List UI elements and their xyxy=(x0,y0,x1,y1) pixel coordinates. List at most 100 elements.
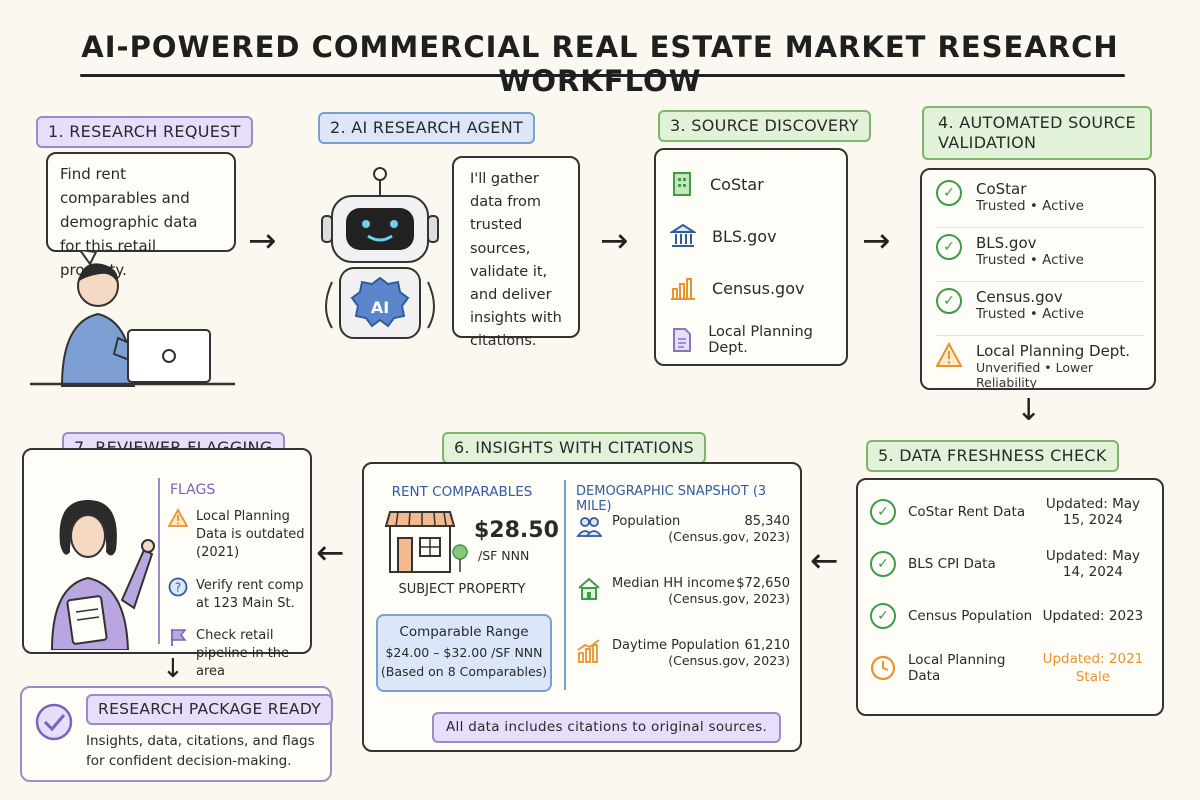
rent-price-unit: /SF NNN xyxy=(478,548,530,563)
arrow-3-to-4: → xyxy=(862,221,891,261)
government-icon xyxy=(670,223,696,247)
stale-label: Stale xyxy=(1075,669,1111,685)
warning-icon xyxy=(168,508,188,527)
freshness-item: ✓ Census Population Updated: 2023 xyxy=(870,590,1152,642)
ai-robot-icon xyxy=(321,167,439,339)
arrow-4-to-5: ↓ xyxy=(1016,393,1042,428)
validation-status: Trusted • Active xyxy=(976,306,1084,322)
reviewer-person-icon xyxy=(50,500,155,650)
rent-comparables-header: RENT COMPARABLES xyxy=(391,484,533,500)
step2-label: 2. AI RESEARCH AGENT xyxy=(318,112,536,144)
validation-item: ✓ CoStar Trusted • Active xyxy=(936,174,1144,228)
freshness-box: ✓ CoStar Rent Data Updated: May 15, 2024… xyxy=(856,478,1164,716)
source-name: Census.gov xyxy=(712,278,805,298)
demographic-header: DEMOGRAPHIC SNAPSHOT (3 MILE) xyxy=(576,484,767,514)
step2-agent-bubble: I'll gather data from trusted sources, v… xyxy=(452,156,580,349)
demographic-label: Daytime Population xyxy=(612,638,740,653)
ai-chip-label: AI xyxy=(370,298,390,317)
rent-price: $28.50 xyxy=(474,518,559,543)
validation-source: BLS.gov xyxy=(976,234,1037,252)
subject-property-label: SUBJECT PROPERTY xyxy=(398,582,526,597)
source-name: CoStar xyxy=(710,174,764,194)
source-item: BLS.gov xyxy=(670,210,846,262)
source-validation-box: ✓ CoStar Trusted • Active ✓ BLS.gov Trus… xyxy=(920,168,1156,390)
insights-box: RENT COMPARABLES $28.50 /SF NNN SUBJECT … xyxy=(362,462,802,752)
demographic-value: 85,340 xyxy=(744,514,791,529)
flag-text: Check retail pipeline in the area xyxy=(196,627,290,680)
clock-icon xyxy=(870,655,896,681)
check-icon: ✓ xyxy=(870,499,896,525)
freshness-item: Local Planning Data Updated: 2021 Stale xyxy=(870,642,1152,694)
validation-source: Local Planning Dept. xyxy=(976,342,1130,360)
demographic-value: $72,650 xyxy=(736,576,790,591)
range-value: $24.00 – $32.00 /SF NNN xyxy=(385,644,543,660)
demographic-citation: (Census.gov, 2023) xyxy=(668,591,790,606)
demographic-label: Median HH income xyxy=(612,576,735,591)
source-item: CoStar xyxy=(670,158,846,210)
step1-request-bubble: Find rent comparables and demographic da… xyxy=(46,152,236,279)
arrow-6-to-7: ← xyxy=(316,533,345,573)
flag-item: Check retail pipeline in the area xyxy=(168,627,310,682)
house-icon xyxy=(578,577,600,600)
freshness-item: ✓ CoStar Rent Data Updated: May 15, 2024 xyxy=(870,486,1152,538)
freshness-updated: Updated: May 15, 2024 xyxy=(1045,496,1141,528)
demographic-item: Population 85,340 (Census.gov, 2023) xyxy=(576,514,790,576)
check-icon: ✓ xyxy=(936,180,962,206)
step4-label: 4. AUTOMATED SOURCE VALIDATION xyxy=(922,106,1152,160)
research-package-title: RESEARCH PACKAGE READY xyxy=(86,694,333,726)
people-icon xyxy=(576,517,602,537)
flag-item: ? Verify rent comp at 123 Main St. xyxy=(168,577,310,613)
flag-icon xyxy=(171,628,187,646)
check-icon: ✓ xyxy=(936,234,962,260)
freshness-updated-stale: Updated: 2021 Stale xyxy=(1034,650,1152,686)
demographic-label: Population xyxy=(612,514,681,529)
freshness-source: BLS CPI Data xyxy=(908,556,996,572)
trend-chart-icon xyxy=(577,639,600,663)
source-name: BLS.gov xyxy=(712,226,777,246)
diagram-title: AI-POWERED COMMERCIAL REAL ESTATE MARKET… xyxy=(81,30,1119,98)
demographic-item: Median HH income $72,650 (Census.gov, 20… xyxy=(576,576,790,638)
validation-status: Trusted • Active xyxy=(976,198,1084,214)
range-note: (Based on 8 Comparables) xyxy=(380,664,548,680)
demographic-value: 61,210 xyxy=(744,638,791,653)
building-icon xyxy=(673,172,691,196)
title-underline xyxy=(80,74,1125,77)
arrow-2-to-3: → xyxy=(600,221,629,261)
validation-status: Trusted • Active xyxy=(976,252,1084,268)
comparable-range-box: Comparable Range $24.00 – $32.00 /SF NNN… xyxy=(376,614,552,692)
check-circle-icon xyxy=(35,703,73,741)
reviewer-box: FLAGS Local Planning Data is outdated (2… xyxy=(22,448,312,679)
flag-item: Local Planning Data is outdated (2021) xyxy=(168,508,310,563)
freshness-source: Census Population xyxy=(908,608,1033,624)
step4-label-line2: VALIDATION xyxy=(938,133,1037,152)
flag-text: Verify rent comp at 123 Main St. xyxy=(196,577,304,611)
flags-header: FLAGS xyxy=(170,482,216,498)
source-item: Local Planning Dept. xyxy=(670,314,846,366)
source-name: Local Planning Dept. xyxy=(708,324,813,356)
flags-list: Local Planning Data is outdated (2021) ?… xyxy=(168,508,310,696)
question-icon: ? xyxy=(168,577,188,596)
validation-source: CoStar xyxy=(976,180,1027,198)
step5-label: 5. DATA FRESHNESS CHECK xyxy=(866,440,1119,472)
insights-divider xyxy=(564,480,566,690)
freshness-updated: Updated: 2021 xyxy=(1042,650,1144,667)
freshness-source: Local Planning Data xyxy=(908,652,1006,684)
check-icon: ✓ xyxy=(936,288,962,314)
step4-label-line1: 4. AUTOMATED SOURCE xyxy=(938,113,1136,132)
source-item: Census.gov xyxy=(670,262,846,314)
step2-agent-text: I'll gather data from trusted sources, v… xyxy=(470,171,562,350)
validation-item: Local Planning Dept. Unverified • Lower … xyxy=(936,336,1144,390)
step1-label: 1. RESEARCH REQUEST xyxy=(36,116,253,148)
research-package-text: Insights, data, citations, and flags for… xyxy=(86,733,315,769)
validation-status: Unverified • Lower Reliability xyxy=(976,360,1094,390)
validation-source: Census.gov xyxy=(976,288,1063,306)
demographics-list: Population 85,340 (Census.gov, 2023) Med… xyxy=(576,514,790,700)
check-icon: ✓ xyxy=(870,551,896,577)
freshness-updated: Updated: May 14, 2024 xyxy=(1045,548,1141,580)
svg-text:?: ? xyxy=(175,580,181,594)
bar-chart-icon xyxy=(671,278,695,300)
warning-icon xyxy=(936,342,962,367)
validation-item: ✓ BLS.gov Trusted • Active xyxy=(936,228,1144,282)
person-at-laptop-icon xyxy=(30,250,235,387)
arrow-7-to-final: ↓ xyxy=(162,654,184,684)
